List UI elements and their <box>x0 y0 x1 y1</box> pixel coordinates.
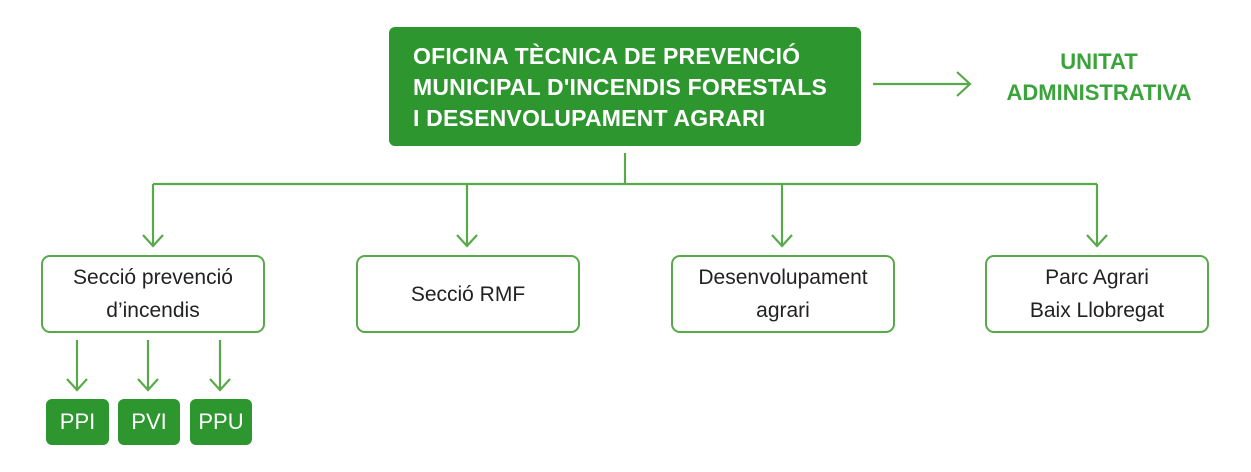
drop-arrowhead-1 <box>142 234 164 248</box>
sub-arrowhead-1 <box>66 378 88 392</box>
unit-type-line-1: UNITAT <box>1060 49 1138 74</box>
top-unit-line-1: OFICINA TÈCNICA DE PREVENCIÓ <box>413 43 801 69</box>
section-label-line-1: Desenvolupament <box>698 266 868 289</box>
drop-arrowhead-4 <box>1086 234 1108 248</box>
unit-type-line-2: ADMINISTRATIVA <box>1006 80 1192 105</box>
sub-arrowhead-2 <box>137 378 159 392</box>
section-label-line-1: Parc Agrari <box>1045 266 1149 289</box>
drop-arrowhead-2 <box>456 234 478 248</box>
section-label-line-1: Secció prevenció <box>73 266 233 289</box>
section-box-rmf: Secció RMF <box>356 255 580 333</box>
top-unit-line-2: MUNICIPAL D'INCENDIS FORESTALS <box>413 74 827 100</box>
section-box-agrarian-park: Parc Agrari Baix Llobregat <box>985 255 1209 333</box>
section-label-line-2: agrari <box>756 299 810 322</box>
section-label-line-1: Secció RMF <box>410 282 526 306</box>
section-box-fire-prevention: Secció prevenció d’incendis <box>41 255 265 333</box>
subunit-ppu: PPU <box>190 399 252 445</box>
drop-arrowhead-3 <box>771 234 793 248</box>
side-arrowhead <box>956 71 972 97</box>
top-unit-line-3: I DESENVOLUPAMENT AGRARI <box>413 105 766 131</box>
subunit-pvi: PVI <box>118 399 180 445</box>
subunit-ppi: PPI <box>46 399 109 445</box>
top-unit-box: OFICINA TÈCNICA DE PREVENCIÓ MUNICIPAL D… <box>389 27 861 146</box>
section-box-agrarian-development: Desenvolupament agrari <box>671 255 895 333</box>
section-label-line-2: d’incendis <box>106 299 200 322</box>
unit-type-label: UNITAT ADMINISTRATIVA <box>994 46 1204 108</box>
section-label-line-2: Baix Llobregat <box>1029 299 1165 322</box>
sub-arrowhead-3 <box>209 378 231 392</box>
